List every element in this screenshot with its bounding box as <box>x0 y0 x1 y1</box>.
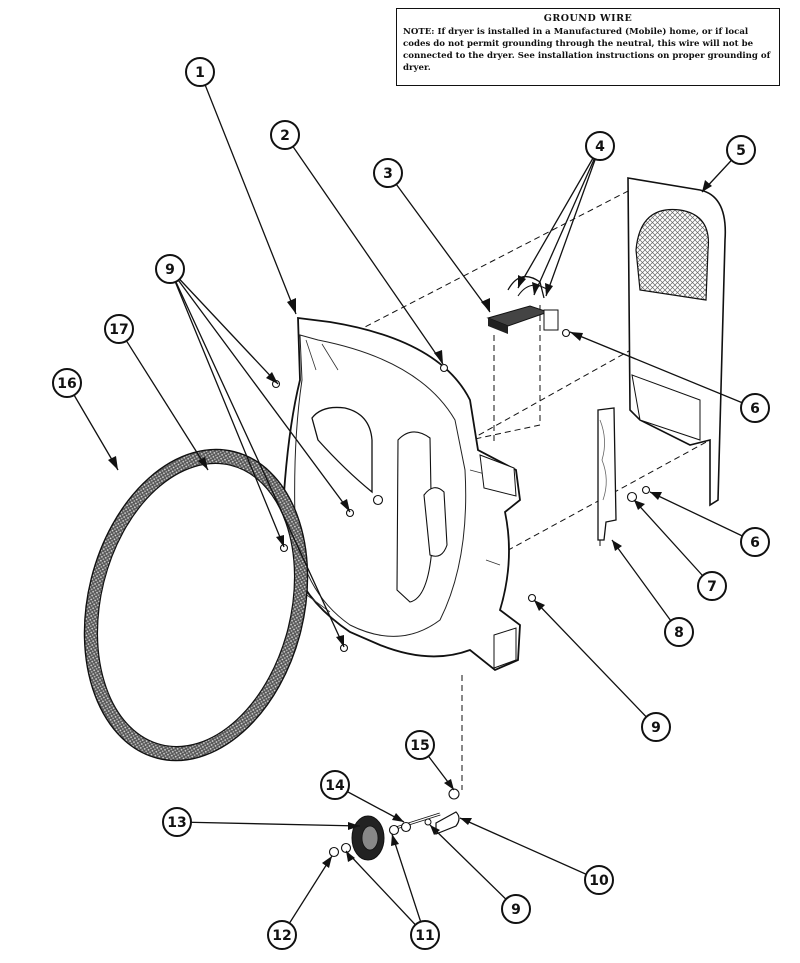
callout-number: 5 <box>736 143 746 159</box>
support-bracket <box>597 407 617 541</box>
callout-number: 11 <box>415 928 434 944</box>
callout-c11: 11 <box>410 920 440 950</box>
callout-number: 17 <box>109 322 128 338</box>
callout-c1: 1 <box>185 57 215 87</box>
callout-number: 14 <box>325 778 345 794</box>
callout-circle <box>726 135 756 165</box>
callout-circle <box>267 920 297 950</box>
callout-c3: 3 <box>373 158 403 188</box>
callout-c9a: 9 <box>155 254 185 284</box>
callout-circle <box>410 920 440 950</box>
note-body: NOTE: If dryer is installed in a Manufac… <box>403 26 773 74</box>
callout-number: 16 <box>57 376 76 392</box>
callout-number: 9 <box>165 262 175 278</box>
callout-circle <box>270 120 300 150</box>
note-label: NOTE: <box>403 27 435 37</box>
callout-c13: 13 <box>162 807 192 837</box>
callout-circle <box>405 730 435 760</box>
callout-circle <box>584 865 614 895</box>
ground-wire-note: GROUND WIRE NOTE: If dryer is installed … <box>396 8 780 86</box>
callout-circle <box>740 527 770 557</box>
callout-number: 12 <box>272 928 291 944</box>
callout-c9c: 9 <box>501 894 531 924</box>
callout-circle <box>162 807 192 837</box>
callout-circle <box>185 57 215 87</box>
terminal-block <box>486 275 559 334</box>
callout-circle <box>104 314 134 344</box>
callout-c14: 14 <box>320 770 350 800</box>
arrowheads <box>108 180 712 868</box>
callout-circle <box>641 712 671 742</box>
callout-c7: 7 <box>697 571 727 601</box>
callout-c9b: 9 <box>641 712 671 742</box>
callout-number: 15 <box>410 738 429 754</box>
front-bulkhead <box>282 316 521 672</box>
callout-number: 2 <box>280 128 290 144</box>
callout-number: 13 <box>167 815 186 831</box>
callout-circle <box>52 368 82 398</box>
callout-c5: 5 <box>726 135 756 165</box>
rear-panel <box>627 177 727 507</box>
callout-number: 9 <box>511 902 521 918</box>
callout-c15: 15 <box>405 730 435 760</box>
callout-c6b: 6 <box>740 527 770 557</box>
callout-circle <box>373 158 403 188</box>
callout-number: 6 <box>750 401 760 417</box>
callout-number: 3 <box>383 166 393 182</box>
callout-circle <box>501 894 531 924</box>
callout-number: 7 <box>707 579 717 595</box>
callout-c16: 16 <box>52 368 82 398</box>
callout-c6a: 6 <box>740 393 770 423</box>
callout-number: 6 <box>750 535 760 551</box>
note-title: GROUND WIRE <box>543 13 633 24</box>
callout-c2: 2 <box>270 120 300 150</box>
callout-circle <box>697 571 727 601</box>
callout-number: 4 <box>595 139 605 155</box>
callout-circle <box>664 617 694 647</box>
callout-circle <box>585 131 615 161</box>
callout-c4: 4 <box>585 131 615 161</box>
callout-c10: 10 <box>584 865 614 895</box>
callout-c12: 12 <box>267 920 297 950</box>
callout-circle <box>155 254 185 284</box>
callout-number: 1 <box>195 65 205 81</box>
callout-number: 8 <box>674 625 684 641</box>
callout-c17: 17 <box>104 314 134 344</box>
callout-circle <box>740 393 770 423</box>
callout-number: 9 <box>651 720 661 736</box>
callout-c8: 8 <box>664 617 694 647</box>
felt-seal <box>83 448 309 762</box>
roller-assembly <box>328 788 460 861</box>
callout-circle <box>320 770 350 800</box>
note-text: If dryer is installed in a Manufactured … <box>403 27 771 73</box>
callout-number: 10 <box>589 873 609 889</box>
fasteners <box>271 328 651 653</box>
